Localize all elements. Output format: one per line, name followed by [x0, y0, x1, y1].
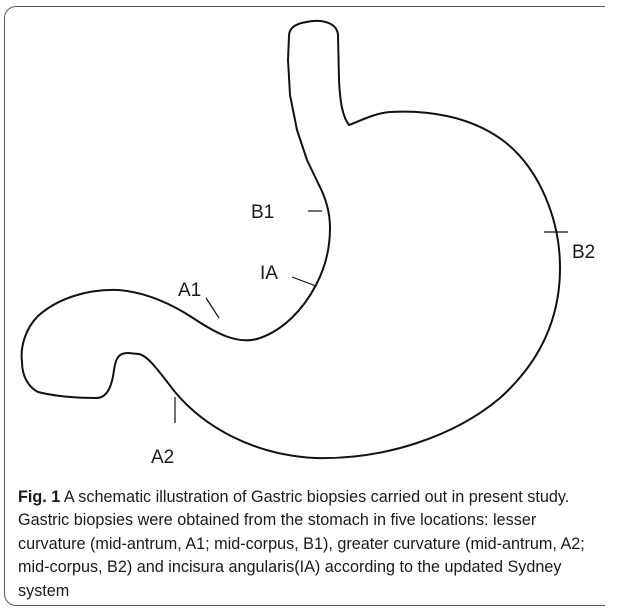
- caption-text: A schematic illustration of Gastric biop…: [18, 488, 585, 600]
- label-b1: B1: [251, 202, 274, 223]
- label-a1: A1: [178, 280, 201, 301]
- label-a2: A2: [151, 447, 174, 468]
- figure-caption: Fig. 1 A schematic illustration of Gastr…: [18, 486, 608, 603]
- a1-leader-line: [206, 298, 219, 318]
- ia-leader-line: [292, 277, 316, 286]
- label-ia: IA: [260, 263, 278, 284]
- stomach-diagram: B1 B2 IA A1 A2: [0, 0, 625, 486]
- figure-number: Fig. 1: [18, 488, 60, 506]
- stomach-outline: [22, 21, 560, 458]
- label-b2: B2: [572, 242, 595, 263]
